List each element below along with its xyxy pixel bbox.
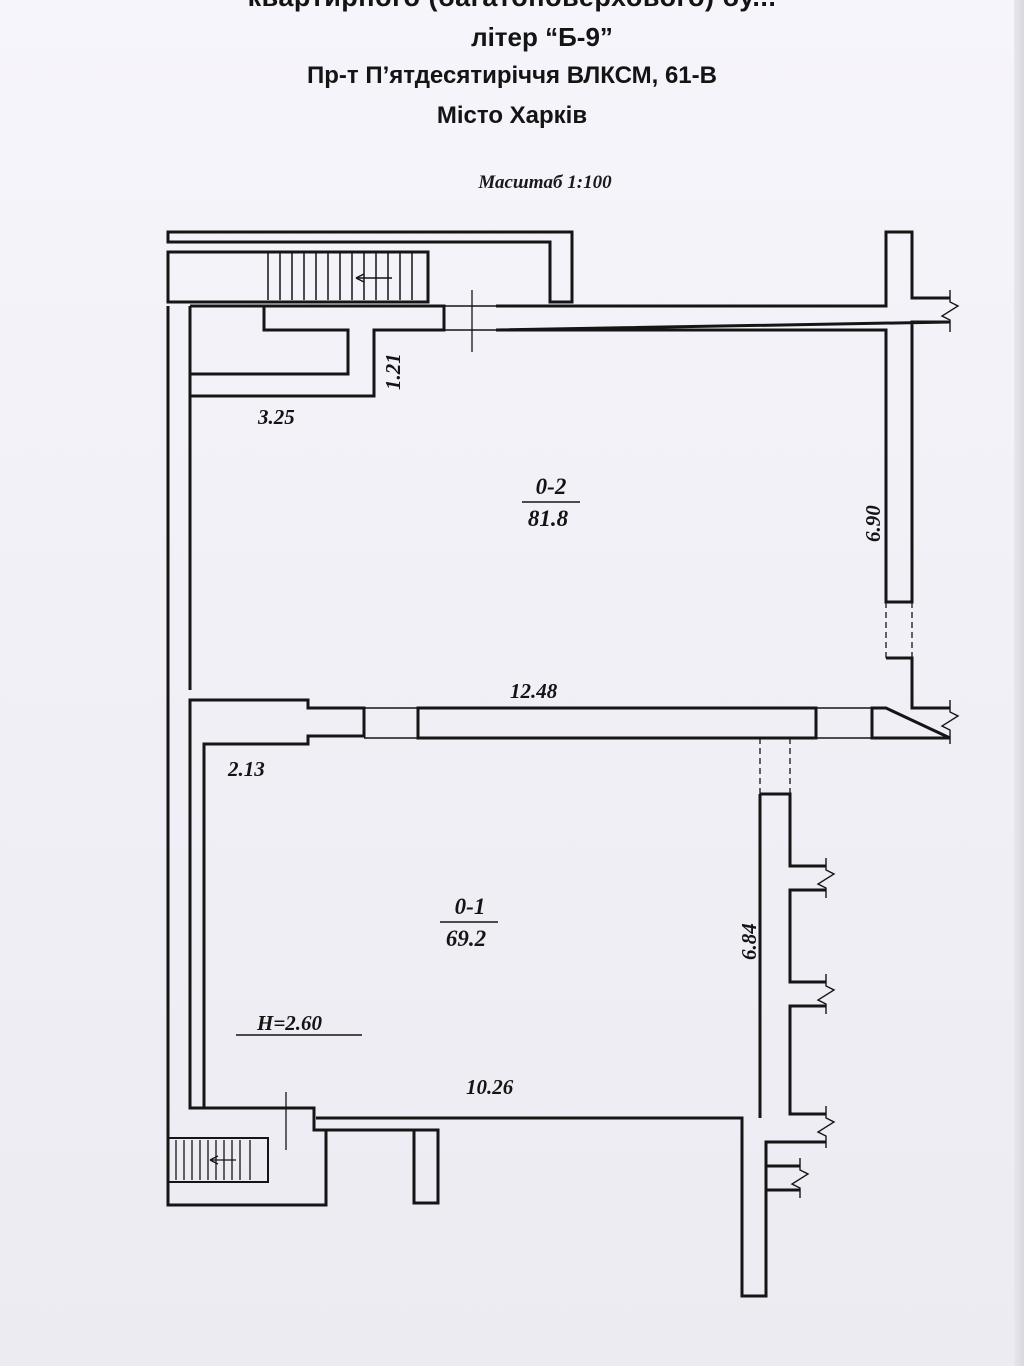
- closet-walls: [190, 304, 446, 398]
- left-outer-wall: [166, 306, 366, 1207]
- right-wall-segment: [870, 656, 951, 740]
- room-01-number: 0-1: [455, 894, 486, 919]
- address: Пр-т П’ятдесятиріччя ВЛКСМ, 61-В: [307, 62, 717, 89]
- room-02-area: 81.8: [528, 506, 569, 531]
- building-letter: літер “Б-9”: [471, 22, 613, 52]
- ceiling-height-label: H=2.60: [256, 1011, 323, 1035]
- room-01-area: 69.2: [446, 926, 486, 951]
- scale-label: Масштаб 1:100: [478, 172, 612, 193]
- dimension-12-48: 12.48: [510, 679, 558, 703]
- city: Місто Харків: [436, 102, 588, 129]
- dimension-6-90: 6.90: [861, 505, 885, 542]
- dimension-10-26: 10.26: [466, 1075, 514, 1099]
- upper-stair-block: [166, 250, 430, 304]
- room-02-number: 0-2: [536, 474, 567, 499]
- dimension-1-21: 1.21: [381, 353, 405, 390]
- lower-stairs: [168, 1137, 269, 1183]
- top-door-opening: [444, 305, 496, 331]
- bottom-stub-wall: [412, 1128, 440, 1205]
- dimension-2-13: 2.13: [227, 757, 265, 781]
- lower-stair-treads: [175, 1140, 251, 1180]
- paper-edge: [1014, 0, 1024, 1366]
- lower-right-jog: [766, 1164, 800, 1192]
- middle-door-opening: [364, 707, 418, 739]
- dimension-3-25: 3.25: [257, 405, 295, 429]
- middle-wall: [416, 706, 818, 740]
- upper-stair-treads: [267, 252, 413, 300]
- room-01-right-wall: [316, 792, 826, 1298]
- top-entrance-wall: [166, 230, 574, 304]
- document-title: квартирного (багатоповерхового) бу...: [0, 0, 1024, 13]
- room-02-top-wall: [495, 230, 951, 604]
- dimension-6-84: 6.84: [737, 923, 761, 960]
- break-marks: [790, 290, 960, 1198]
- closet-inner: [190, 306, 350, 376]
